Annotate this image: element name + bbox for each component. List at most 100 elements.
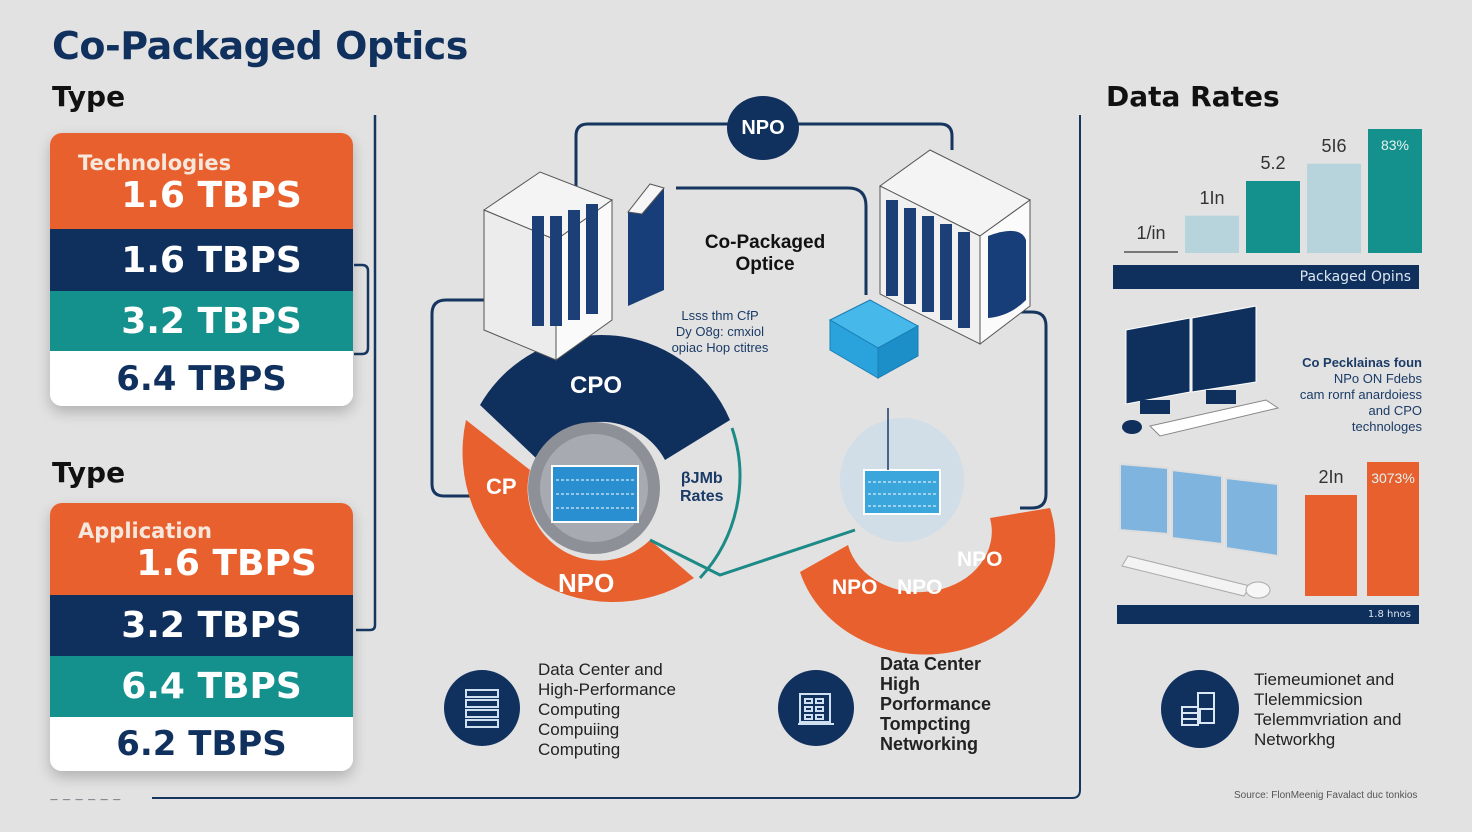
item-desc-networking: Data Center High Porformance Tompcting N…	[880, 654, 991, 754]
note-line: Lsss thm CfP	[681, 308, 759, 323]
bar-label: 3073%	[1371, 470, 1415, 486]
ring-segment-npo-right	[800, 508, 1056, 655]
center-note: Lsss thm CfP Dy O8g: cmxiol opiac Hop ct…	[660, 308, 780, 356]
desc-line: and CPO technologes	[1351, 403, 1422, 434]
bar	[1246, 181, 1300, 253]
ring-segment-cpo	[480, 334, 730, 460]
desc-line: cam rornf anardoiess	[1299, 387, 1422, 402]
bar	[1368, 129, 1422, 253]
bar	[1124, 251, 1178, 253]
footer-note: — — — — — —	[50, 795, 122, 804]
desc-line: Tompcting	[880, 714, 971, 734]
connector-inner	[676, 186, 868, 295]
ring-label-npo: NPO	[558, 568, 615, 598]
desc-line: NPo ON Fdebs	[1333, 371, 1422, 386]
desc-line: Data Center and	[538, 660, 663, 679]
application-card: Application 1.6 TBPS 3.2 TBPS 6.4 TBPS 6…	[50, 503, 353, 771]
source-note: Source: FlonMeenig Favalact duc tonkios	[1234, 790, 1418, 801]
desc-line: Compuiing	[538, 720, 620, 739]
rate-value: 1.6 TBPS	[121, 174, 302, 216]
connector-line-left	[356, 115, 377, 632]
desc-line: Co Pecklainas foun	[1302, 355, 1422, 370]
npo-badge-label: NPO	[741, 116, 785, 139]
center-diagram-title: Co-Packaged Optice	[690, 232, 840, 276]
bar-label: 2In	[1318, 467, 1344, 487]
chart2-axis-bar: 1.8 hnos	[1117, 605, 1419, 624]
desc-line: Porformance	[880, 694, 992, 714]
connector-npo-right	[795, 122, 954, 150]
note-line: opiac Hop ctitres	[671, 340, 769, 355]
ring-label-rates: βJMb Rates	[680, 470, 724, 506]
center-title-line2: Optice	[735, 254, 795, 275]
rate-row: 6.4 TBPS	[50, 656, 353, 717]
connector-teal	[649, 528, 856, 577]
desc-line: High	[880, 674, 920, 694]
desc-line: Tlelemmicsion	[1254, 690, 1363, 709]
desc-line: Telemmvriation and	[1254, 710, 1402, 729]
center-title-line1: Co-Packaged	[704, 232, 826, 253]
desc-line: High-Performance	[538, 680, 676, 699]
server-rack-icon	[444, 670, 520, 746]
rate-row: 6.4 TBPS	[50, 351, 353, 406]
bar-label: 1/in	[1136, 223, 1166, 243]
card-label: Application	[78, 518, 212, 543]
bar	[1185, 215, 1239, 253]
rate-row: 3.2 TBPS	[50, 291, 353, 351]
bar-label: 5.2	[1260, 153, 1286, 173]
chip-icon	[551, 465, 639, 523]
desc-line: Networking	[880, 734, 979, 754]
ring-right-label-2: NPO	[897, 576, 943, 599]
chart1-axis-label: Packaged Opins	[1299, 269, 1411, 285]
ring-label-cp: CP	[486, 474, 517, 499]
card-label: Technologies	[78, 150, 232, 175]
section-heading-type-2: Type	[52, 456, 126, 489]
page-title: Co-Packaged Optics	[52, 24, 468, 68]
data-rates-chart-2	[1305, 462, 1419, 596]
bar-label: 5I6	[1321, 135, 1347, 156]
ring-segment-npo	[462, 420, 694, 603]
bar-label: 83%	[1380, 137, 1410, 153]
rate-row: 3.2 TBPS	[50, 595, 353, 656]
rate-row: 1.6 TBPS	[50, 229, 353, 291]
item-desc-telecom: Tiemeumionet and Tlelemmicsion Telemmvri…	[1254, 670, 1401, 750]
ring-arc-rates	[698, 427, 742, 580]
chart2-axis-label: 1.8 hnos	[1367, 609, 1411, 620]
bar-label: 1In	[1199, 187, 1225, 208]
server-rack-illustration-left	[482, 171, 614, 361]
rate-value: 1.6 TBPS	[136, 542, 317, 584]
connector-right-loop	[1000, 310, 1048, 510]
transceiver-block-illustration	[828, 299, 920, 379]
note-line: Dy O8g: cmxiol	[675, 324, 765, 339]
connector-left-loop	[430, 298, 484, 498]
technologies-card: Technologies 1.6 TBPS 1.6 TBPS 3.2 TBPS …	[50, 133, 353, 406]
ring-right-label-1: NPO	[832, 576, 878, 599]
server-rack-illustration-right	[879, 149, 1031, 346]
ring-label-cpo: CPO	[570, 372, 623, 399]
rate-row: 6.2 TBPS	[50, 717, 353, 771]
data-center-icon	[778, 670, 854, 746]
data-rates-chart-1	[1124, 129, 1422, 253]
desc-line: Computing	[538, 740, 621, 759]
connector-line-bottom	[152, 115, 1081, 799]
desc-line: Data Center	[880, 654, 982, 674]
telecom-equipment-icon	[1161, 670, 1239, 748]
rates-line1: βJMb	[680, 470, 723, 487]
item-desc-hpc: Data Center and High-Performance Computi…	[538, 660, 676, 760]
chip-icon-right	[863, 408, 941, 515]
connector-bracket	[354, 263, 370, 356]
card-row-header: Technologies 1.6 TBPS	[50, 133, 353, 229]
optical-module-illustration	[627, 183, 665, 306]
right-description: Co Pecklainas foun NPo ON Fdebs cam rorn…	[1296, 355, 1422, 435]
desc-line: Computing	[538, 700, 621, 719]
bar	[1367, 462, 1419, 596]
desc-line: Networkhg	[1254, 730, 1336, 749]
bar	[1305, 495, 1357, 596]
section-heading-type-1: Type	[52, 80, 126, 113]
npo-badge: NPO	[727, 96, 799, 160]
card-row-header: Application 1.6 TBPS	[50, 503, 353, 595]
bar	[1307, 163, 1361, 253]
dual-monitor-illustration	[1122, 305, 1280, 437]
chart1-axis-bar: Packaged Opins	[1113, 265, 1419, 289]
connector-npo-left	[574, 122, 733, 200]
